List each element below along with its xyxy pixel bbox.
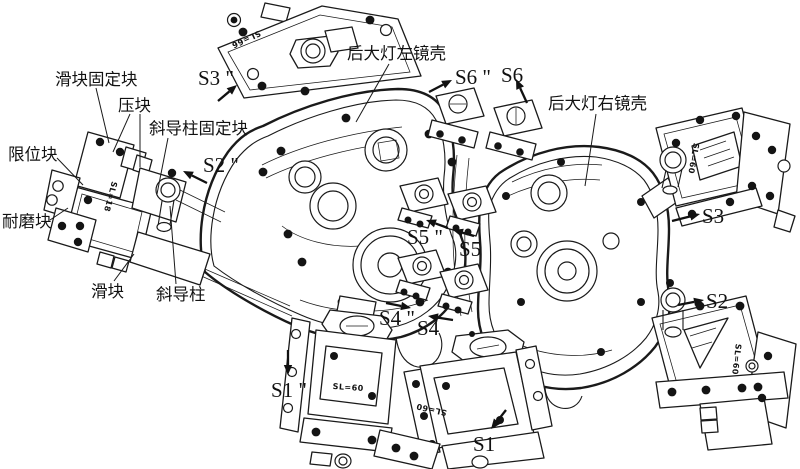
s5-arrowhead [453,228,464,237]
left-lamp-housing-leader [355,63,390,123]
s5-prime-arrow [435,222,449,230]
s2-prime-arrowhead [183,171,194,180]
label-s2: S2 [706,289,728,313]
s1-arrowhead [491,418,501,429]
label-pressing-block: 压块 [118,96,151,115]
s4-slider-pair [395,249,489,315]
top-slider-s3-prime [217,2,422,99]
bottom-left-slider-s1-prime [279,295,397,469]
s2-arrowhead [693,297,704,307]
slider-leader [113,253,135,282]
s2-arrow [677,300,695,307]
angle-pin-leader [169,205,177,285]
label-s4: S4 [417,316,440,340]
s4-prime-arrowhead [400,301,411,311]
s2-prime-arrow [191,174,208,185]
s6-arrow [519,87,529,104]
label-s5: S5 [459,237,481,261]
label-left-lamp-housing: 后大灯左镜壳 [347,44,446,63]
s3-prime-arrow [217,90,231,102]
label-s1: S1 [473,432,495,456]
left-slider-assembly-s2-prime [43,131,226,286]
left-housing-outline [199,87,467,368]
label-s6: S6 [501,63,523,87]
label-slider-fixing-block: 滑块固定块 [55,70,138,89]
right-lower-slider-s2 [651,279,797,451]
s6-prime-arrowhead [441,80,452,89]
stroke-right-lower-slider: SL=60 [730,343,743,375]
s3-arrowhead [689,212,700,221]
s3-prime-arrowhead [226,85,237,95]
label-angle-pin: 斜导柱 [156,285,206,304]
label-right-lamp-housing: 后大灯右镜壳 [548,94,647,113]
s6-slider-pair [427,87,543,161]
label-wear-block: 耐磨块 [2,212,52,231]
slider-fixing-block-leader [95,87,110,144]
label-s4-prime: S4 " [379,306,415,330]
label-s3-prime: S3 " [198,66,234,90]
label-s2-prime: S2 " [203,153,239,177]
s5-slider-pair [397,177,497,237]
label-s3: S3 [702,204,724,228]
s5-prime-arrowhead [426,219,437,228]
angle-pin-fixing-block-leader [156,137,169,195]
label-angle-pin-fixing-block: 斜导柱固定块 [149,119,248,138]
label-slider: 滑块 [91,282,124,301]
s5-arrow [462,231,475,238]
s1-arrow [496,409,507,422]
label-s1-prime: S1 " [271,378,307,402]
label-s5-prime: S5 " [407,225,443,249]
s6-prime-arrow [428,83,444,94]
stroke-bottom-left-slider: SL=60 [332,382,364,393]
label-limit-block: 限位块 [8,145,58,164]
bottom-right-slider-s1 [373,329,553,469]
s1-prime-arrowhead [283,365,293,375]
pressing-block-leader [112,113,131,153]
right-upper-slider-s3 [641,107,796,233]
s6-arrowhead [516,79,524,90]
label-s6-prime: S6 " [455,65,491,89]
s4-arrowhead [428,313,439,322]
s4-prime-arrow [385,301,402,308]
s4-arrow [437,316,454,322]
right-lamp-housing-leader [584,113,597,187]
wear-block-leader [49,207,69,221]
limit-block-leader [56,157,84,186]
s3-arrow [671,215,691,223]
